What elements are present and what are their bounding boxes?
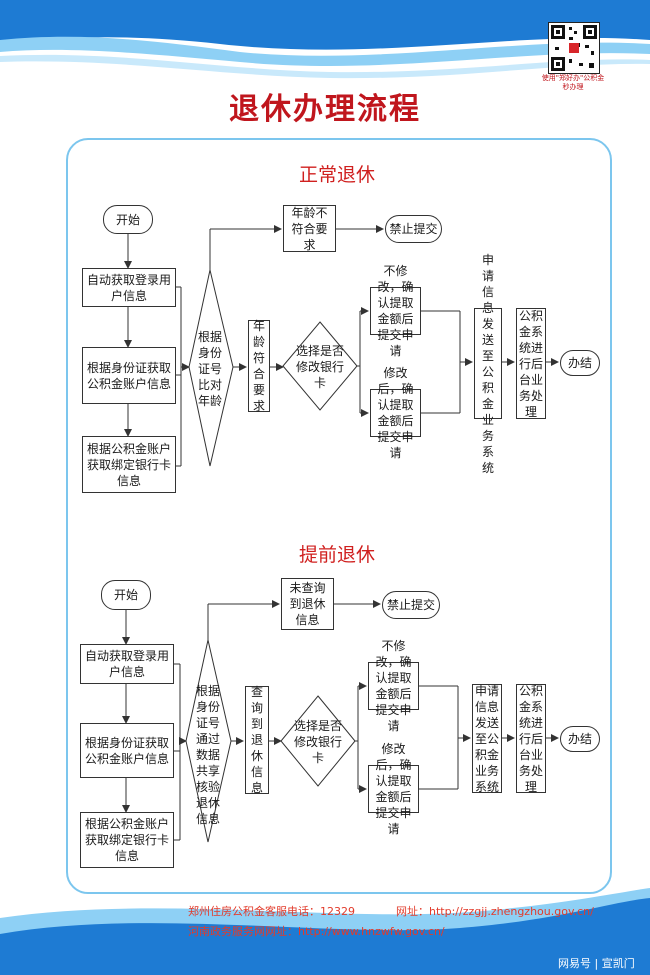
watermark: 网易号 | 宣凯门: [558, 957, 635, 970]
early-modify-label: 修改后，确认提取金额后提交申请: [375, 742, 412, 836]
fetch-account-node: 根据身份证获取公积金账户信息: [82, 347, 176, 404]
early-modify-card-decision: 选择是否修改银行卡: [293, 719, 342, 765]
modify-node: 修改后，确认提取金额后提交申请: [370, 366, 421, 460]
early-no-modify-node: 不修改，确认提取金额后提交申请: [368, 639, 419, 733]
qr-caption: 使用"郑好办"公积金秒办理: [541, 74, 605, 91]
page-title: 退休办理流程: [229, 92, 421, 127]
no-modify-node: 不修改，确认提取金额后提交申请: [370, 264, 421, 358]
fetch-bankcard-node: 根据公积金账户获取绑定银行卡信息: [82, 436, 176, 493]
early-auto-fetch-node: 自动获取登录用户信息: [80, 644, 174, 684]
early-start-node: 开始: [101, 580, 151, 610]
header-wave: [0, 0, 650, 79]
section-early-title: 提前退休: [298, 544, 375, 566]
early-done-node: 办结: [560, 726, 600, 752]
start-node: 开始: [103, 205, 153, 234]
not-found-node: 未查询到退休信息: [281, 578, 334, 630]
modify-label: 修改后，确认提取金额后提交申请: [377, 366, 414, 460]
early-backend-process-node: 公积金系统进行后台业务处理: [516, 684, 546, 794]
found-node: 查询到退休信息: [245, 685, 269, 795]
backend-process-node: 公积金系统进行后台业务处理: [516, 308, 546, 419]
forbid-submit-node: 禁止提交: [385, 215, 442, 243]
age-ok-node: 年龄符合要求: [248, 319, 270, 413]
early-forbid-submit-node: 禁止提交: [382, 591, 440, 619]
age-check-decision: 根据身份证号比对年龄: [197, 330, 222, 408]
no-modify-label: 不修改，确认提取金额后提交申请: [377, 264, 414, 358]
section-normal-title: 正常退休: [298, 164, 375, 186]
age-fail-node: 年龄不符合要求: [283, 205, 336, 252]
early-send-application-node: 申请信息发送至公积金业务系统: [472, 684, 502, 794]
early-fetch-account-node: 根据身份证获取公积金账户信息: [80, 723, 174, 778]
verify-retirement-decision: 根据身份证号通过数据共享核验退休信息: [195, 684, 220, 826]
footer-website[interactable]: 网址：http://zzgjj.zhengzhou.gov.cn/: [396, 905, 594, 918]
send-application-node: 申请信息发送至公积金业务系统: [474, 253, 502, 475]
done-node: 办结: [560, 350, 600, 376]
qr-code-icon[interactable]: [548, 22, 600, 74]
early-modify-node: 修改后，确认提取金额后提交申请: [368, 742, 419, 836]
footer-gov-website[interactable]: 河南政务服务网网址：http://www.hnzwfw.gov.cn/: [188, 925, 445, 938]
early-fetch-bankcard-node: 根据公积金账户获取绑定银行卡信息: [80, 812, 174, 868]
modify-card-decision: 选择是否修改银行卡: [295, 344, 344, 390]
footer-hotline: 郑州住房公积金客服电话：12329: [188, 905, 355, 918]
auto-fetch-node: 自动获取登录用户信息: [82, 268, 176, 307]
early-no-modify-label: 不修改，确认提取金额后提交申请: [375, 639, 412, 733]
